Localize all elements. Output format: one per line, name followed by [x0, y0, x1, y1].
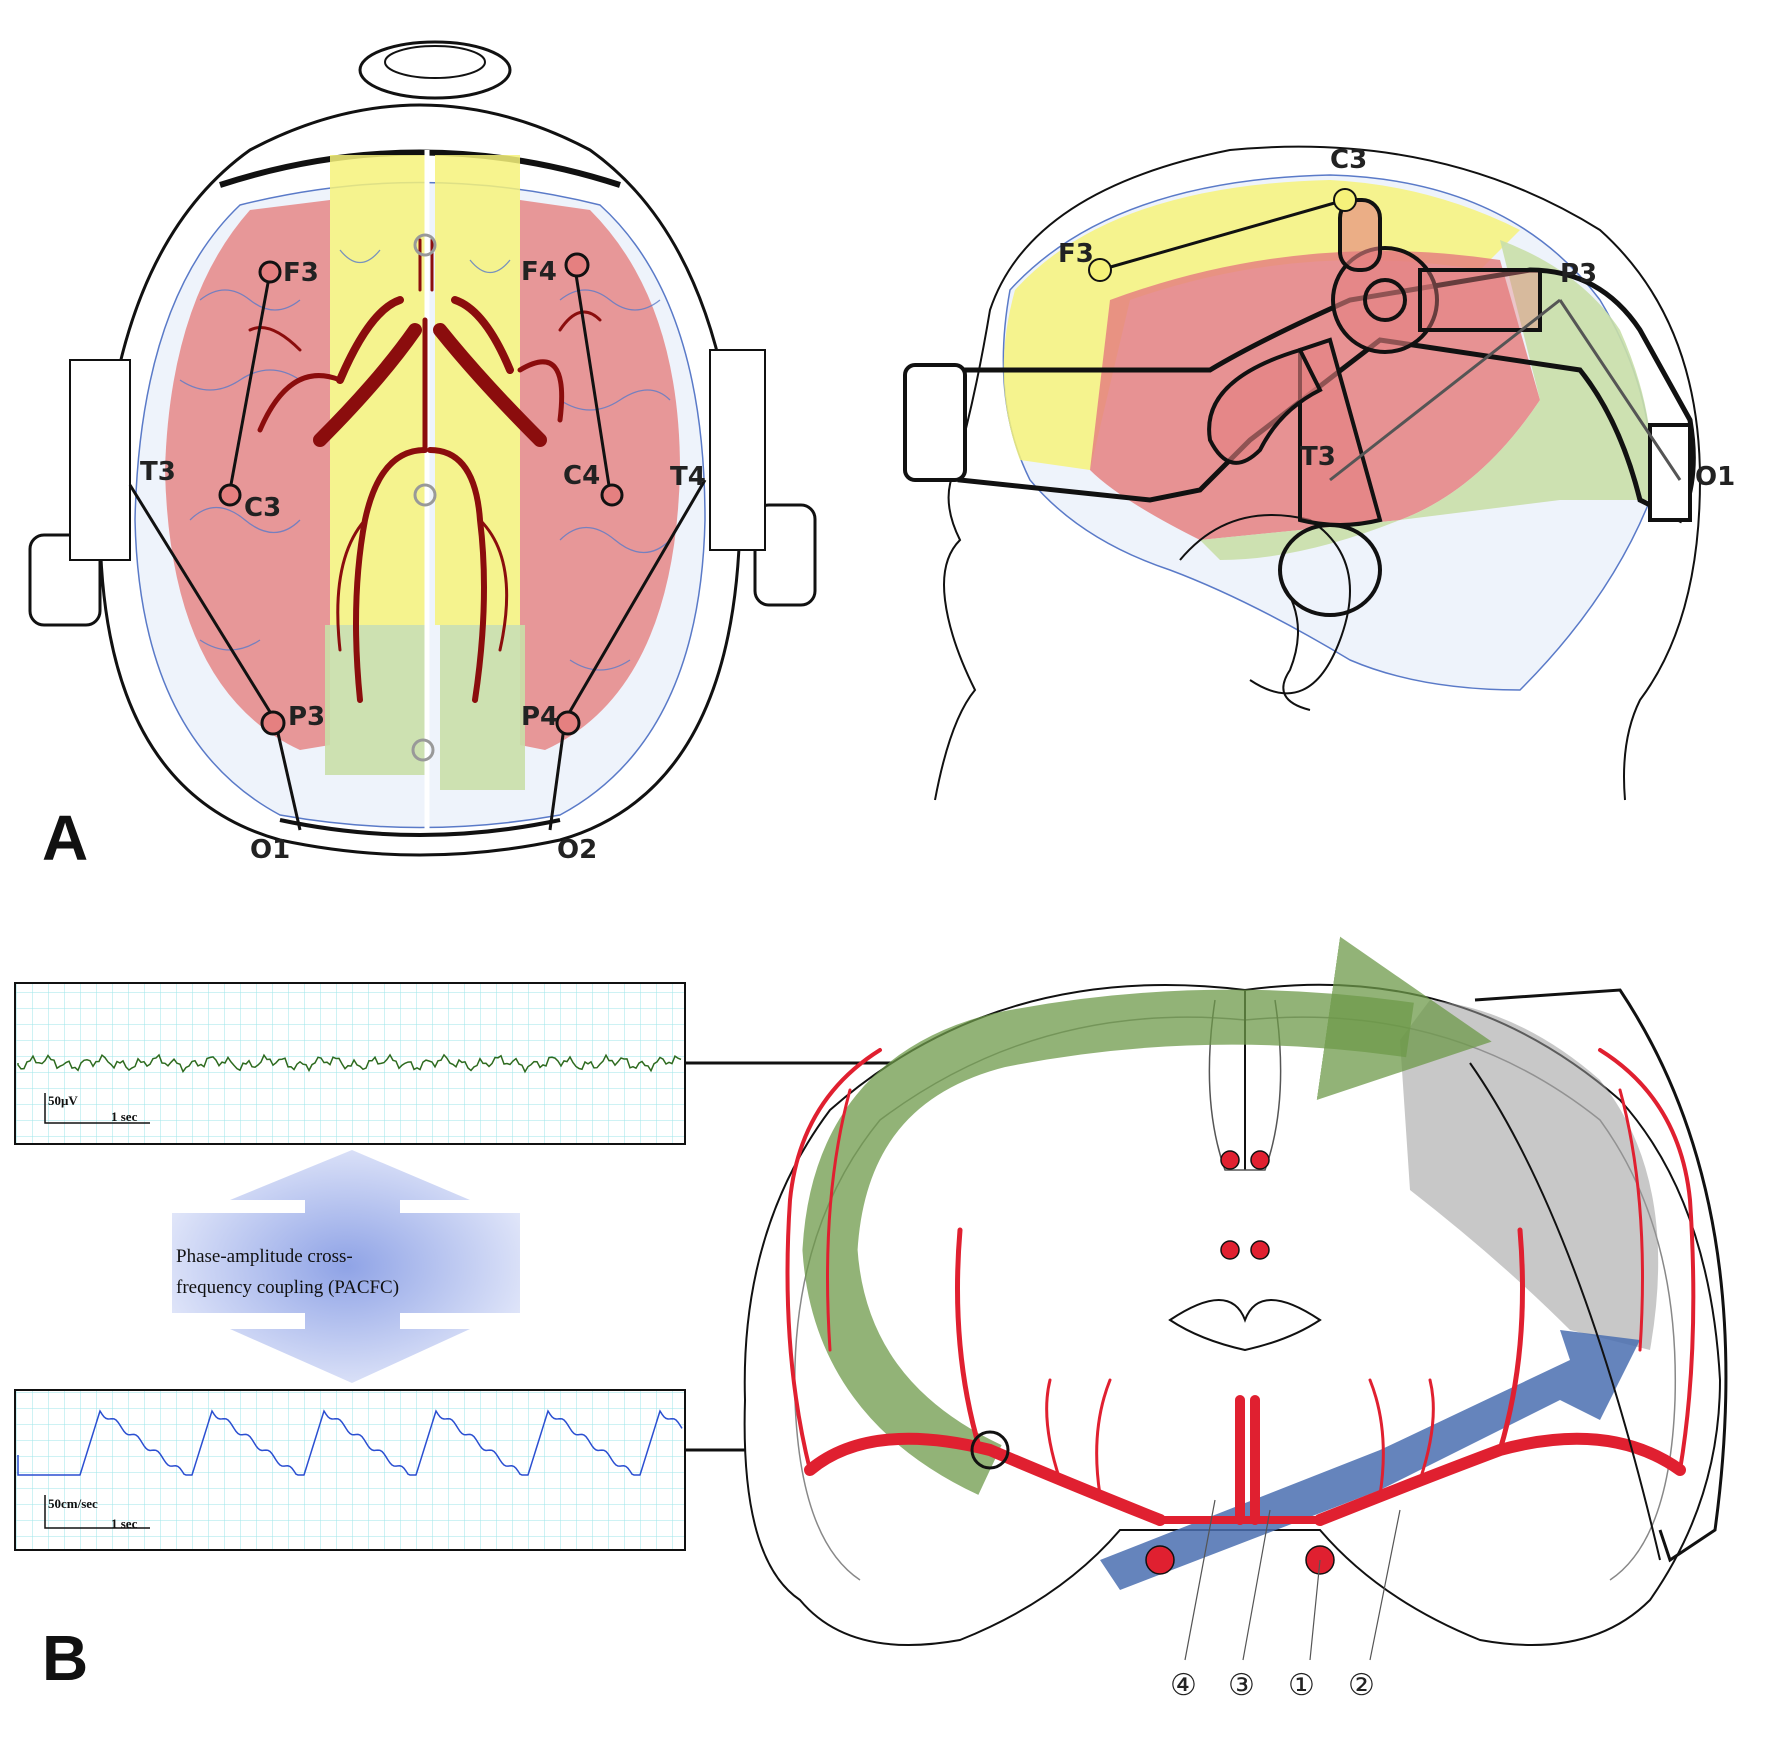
yellow-region-right — [435, 155, 520, 625]
coronal-brain-section: ④ ③ ① ② — [743, 936, 1728, 1703]
electrode-p4 — [555, 710, 581, 736]
label-o2: O2 — [557, 835, 597, 865]
rear-pad — [1648, 423, 1692, 522]
artery-label-4: ④ — [1170, 1668, 1197, 1703]
side-electrode-c3 — [1333, 188, 1357, 212]
tcd-waveform — [17, 1409, 683, 1476]
headset-band — [219, 149, 621, 188]
label-p4: P4 — [521, 702, 558, 732]
label-f4: F4 — [521, 257, 557, 287]
top-knob — [358, 40, 512, 100]
panel-label-a: A — [42, 802, 88, 874]
cerebral-arteries-top — [248, 238, 602, 703]
label-t3: T3 — [140, 457, 176, 487]
label-c3: C3 — [244, 493, 281, 523]
yellow-region-left — [330, 155, 425, 625]
right-knob — [753, 503, 817, 607]
tcd-time-scale: 1 sec — [111, 1516, 138, 1531]
red-region-left — [165, 200, 330, 750]
side-label-c3: C3 — [1330, 145, 1367, 175]
electrode-c4 — [600, 483, 624, 507]
side-label-f3: F3 — [1058, 239, 1094, 269]
artery-label-2: ② — [1348, 1668, 1375, 1703]
side-electrode-f3 — [1088, 258, 1112, 282]
eeg-waveform — [17, 1053, 682, 1074]
electrode-f3 — [258, 260, 282, 284]
coronal-arteries — [785, 1048, 1696, 1526]
label-f3: F3 — [283, 258, 319, 288]
headset-band-rear — [279, 818, 561, 837]
artery-label-1: ① — [1288, 1668, 1315, 1703]
electrode-c3 — [218, 483, 242, 507]
electrode-f4 — [564, 252, 590, 278]
side-label-p3: P3 — [1560, 259, 1597, 289]
head-side-view: F3 C3 P3 T3 O1 — [903, 145, 1735, 801]
label-o1: O1 — [250, 835, 290, 865]
tcd-trace-panel: 50cm/sec 1 sec — [14, 1389, 686, 1551]
artery-label-3: ③ — [1228, 1668, 1255, 1703]
eeg-time-scale: 1 sec — [111, 1109, 138, 1124]
side-label-o1: O1 — [1695, 462, 1735, 492]
green-flow-arrow — [802, 936, 1492, 1495]
label-t4: T4 — [670, 462, 706, 492]
label-c4: C4 — [563, 461, 600, 491]
label-p3: P3 — [288, 702, 325, 732]
panel-label-b: B — [42, 1622, 88, 1694]
coupling-arrow: Phase-amplitude cross- frequency couplin… — [172, 1150, 520, 1383]
front-pad — [903, 363, 967, 482]
coupling-text-line2: frequency coupling (PACFC) — [176, 1277, 399, 1298]
red-region-right — [520, 200, 680, 750]
tcd-probe-holder — [1207, 198, 1542, 527]
eeg-trace-panel: 50μV 1 sec — [14, 982, 686, 1145]
electrode-p3 — [260, 710, 286, 736]
insonation-circle — [970, 1430, 1010, 1470]
tcd-velocity-scale: 50cm/sec — [48, 1496, 98, 1511]
green-region-left — [325, 625, 425, 775]
eeg-amplitude-scale: 50μV — [48, 1093, 78, 1108]
coupling-text-line1: Phase-amplitude cross- — [176, 1246, 353, 1267]
head-top-view: F3 F4 T3 T4 C3 C4 P3 P4 O1 O2 — [28, 40, 817, 865]
blue-flow-arrow — [1100, 1330, 1640, 1590]
side-label-t3: T3 — [1300, 442, 1336, 472]
